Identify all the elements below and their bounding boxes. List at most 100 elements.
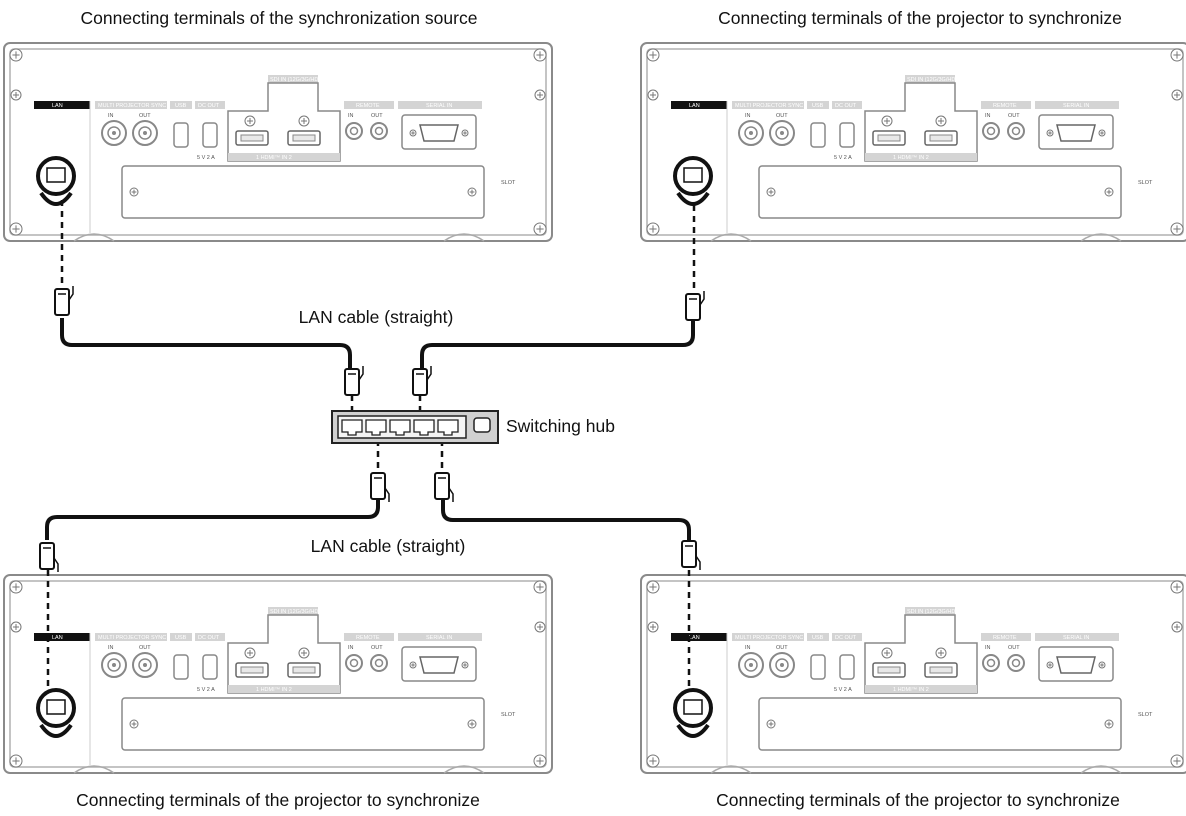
remote-header xyxy=(981,101,1031,109)
multi-sync-out-label: OUT xyxy=(776,645,788,651)
hdmi-footer xyxy=(228,685,340,693)
lan-latch xyxy=(676,191,710,206)
plug-body xyxy=(412,368,428,396)
hub-port-icon xyxy=(389,419,411,436)
sdi-label: SDI IN (12G/3G/HD) xyxy=(270,609,320,615)
usb-port-icon xyxy=(173,122,189,148)
slot-cover xyxy=(758,165,1122,219)
multi-sync-out-label: OUT xyxy=(139,113,151,119)
multi-sync-header xyxy=(732,633,804,641)
serial-port-icon xyxy=(1056,124,1096,142)
plug-body xyxy=(434,472,450,500)
dc-out-rating: 5 V 2 A xyxy=(834,687,852,693)
dc-out-port-icon xyxy=(839,122,855,148)
usb-port-icon xyxy=(810,122,826,148)
multi-sync-header xyxy=(95,633,167,641)
usb-label: USB xyxy=(812,635,824,641)
lan-cable-bottom-right-to-hub xyxy=(441,498,691,540)
lan-header xyxy=(34,633,90,641)
dashed-connection-lines xyxy=(46,200,696,690)
switching-hub xyxy=(331,410,499,444)
dc-out-label: DC OUT xyxy=(198,635,220,641)
plug-body xyxy=(54,288,70,316)
hub-port-shape xyxy=(365,419,387,436)
panel-foot xyxy=(1080,233,1122,242)
plug-latch xyxy=(448,487,454,502)
serial-label: SERIAL IN xyxy=(1063,635,1089,641)
slot-label: SLOT xyxy=(1138,180,1153,186)
dc-out-header xyxy=(832,633,862,641)
remote-header xyxy=(981,633,1031,641)
caption-projector-top-right: Connecting terminals of the projector to… xyxy=(718,8,1122,28)
panel-foot xyxy=(73,233,115,242)
plug-body xyxy=(39,542,55,570)
remote-in-label: IN xyxy=(348,113,354,119)
usb-port-icon xyxy=(810,654,826,680)
hub-ports xyxy=(341,419,459,436)
panel-foot xyxy=(710,765,752,774)
panel-inner-frame xyxy=(646,580,1184,768)
serial-port-icon xyxy=(419,124,459,142)
terminal-panel-projector-bottom-right: LAN MULTI PROJECTOR SYNC IN OUT USB DC OUT 5 V… xyxy=(640,574,1186,774)
lan-latch xyxy=(39,723,73,738)
multi-sync-label: MULTI PROJECTOR SYNC xyxy=(735,635,803,641)
dc-out-label: DC OUT xyxy=(835,635,857,641)
usb-header xyxy=(170,633,192,641)
lan-cable-label-top: LAN cable (straight) xyxy=(299,307,454,327)
lan-cable-bottom-left-to-hub xyxy=(45,498,380,540)
remote-jack-inner xyxy=(374,658,384,668)
rj45-plug-icon xyxy=(685,291,705,321)
remote-out-label: OUT xyxy=(1008,645,1020,651)
hdmi-label: 1 HDMI™ IN 2 xyxy=(893,687,929,693)
multi-sync-label: MULTI PROJECTOR SYNC xyxy=(98,103,166,109)
slot-cover xyxy=(121,165,485,219)
rj45-plug-icon xyxy=(344,366,364,396)
remote-jack-inner xyxy=(349,658,359,668)
lan-header xyxy=(34,101,90,109)
sdi-label: SDI IN (12G/3G/HD) xyxy=(907,609,957,615)
lan-header-label: LAN xyxy=(689,635,700,641)
remote-jack-inner xyxy=(986,126,996,136)
hdmi-footer xyxy=(228,153,340,161)
lan-socket xyxy=(683,699,703,715)
slot-label: SLOT xyxy=(501,712,516,718)
hdmi-label: 1 HDMI™ IN 2 xyxy=(256,687,292,693)
rj45-plugs xyxy=(39,286,705,572)
hub-port-icon xyxy=(413,419,435,436)
multi-sync-in-label: IN xyxy=(745,645,751,651)
lan-header-label: LAN xyxy=(52,103,63,109)
plug-body xyxy=(344,368,360,396)
remote-header xyxy=(344,633,394,641)
plug-body xyxy=(685,293,701,321)
bnc-pin xyxy=(112,131,116,135)
panel-foot xyxy=(1080,765,1122,774)
multi-sync-header xyxy=(95,101,167,109)
remote-jack-inner xyxy=(374,126,384,136)
remote-in-label: IN xyxy=(985,113,991,119)
slot-cover xyxy=(121,697,485,751)
remote-label: REMOTE xyxy=(993,635,1017,641)
usb-header xyxy=(807,633,829,641)
lan-header xyxy=(671,101,727,109)
rj45-plug-icon xyxy=(681,540,701,570)
panel-foot xyxy=(443,233,485,242)
panel-inner-frame xyxy=(9,580,547,768)
plug-latch xyxy=(53,557,59,572)
lan-socket xyxy=(46,167,66,183)
serial-header xyxy=(1035,101,1119,109)
plug-latch xyxy=(68,286,74,301)
slot-label: SLOT xyxy=(501,180,516,186)
remote-header xyxy=(344,101,394,109)
dc-out-port-icon xyxy=(202,122,218,148)
hdmi-port-inner xyxy=(877,134,901,142)
sdi-label: SDI IN (12G/3G/HD) xyxy=(907,77,957,83)
caption-projector-bottom-right: Connecting terminals of the projector to… xyxy=(716,790,1120,810)
bnc-pin xyxy=(112,663,116,667)
plug-latch xyxy=(384,487,390,502)
plug-body xyxy=(370,472,386,500)
rj45-plug-icon xyxy=(434,472,454,502)
bnc-pin xyxy=(780,131,784,135)
bnc-pin xyxy=(780,663,784,667)
